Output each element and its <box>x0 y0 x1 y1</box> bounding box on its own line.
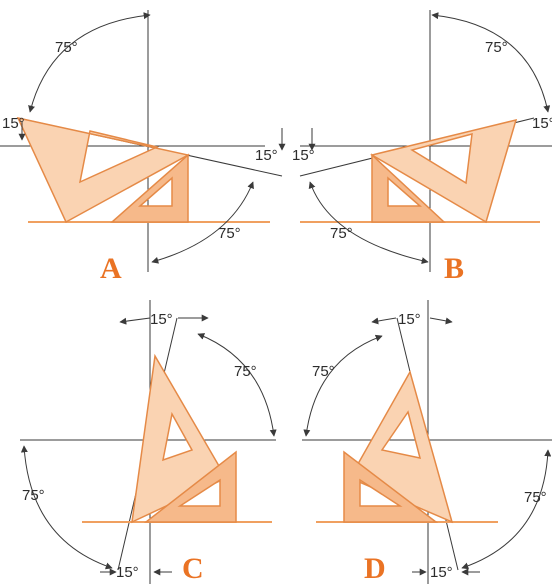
angle-label: 75° <box>524 489 547 506</box>
angle-label: 15° <box>255 147 278 164</box>
angle-label: 75° <box>55 39 78 56</box>
panel-d: 15° 75° 75° 15° D <box>302 300 552 584</box>
angle-label: 15° <box>398 311 421 328</box>
panel-letter: A <box>100 252 122 285</box>
arc-15-top-right <box>429 317 453 325</box>
arc-75-right <box>197 333 277 437</box>
angle-label: 75° <box>312 363 335 380</box>
angle-label: 15° <box>532 115 552 132</box>
panel-c: 15° 75° 75° 15° C <box>20 300 277 584</box>
arc-75-bottom <box>308 181 429 265</box>
triangle-45 <box>143 450 237 523</box>
angle-label: 75° <box>330 225 353 242</box>
triangle-30-60 <box>16 116 191 224</box>
arc-75-top <box>28 12 151 113</box>
angle-label: 75° <box>218 225 241 242</box>
angle-label: 15° <box>116 564 139 581</box>
arc-15-top-left <box>371 317 397 325</box>
arc-75-left <box>303 334 383 437</box>
panel-letter: D <box>364 552 386 584</box>
angle-label: 75° <box>22 487 45 504</box>
panel-letter: B <box>444 252 464 285</box>
panel-a: 75° 15° 15° 75° A <box>0 10 286 285</box>
panel-letter: C <box>182 552 204 584</box>
angle-label: 75° <box>485 39 508 56</box>
angle-label: 15° <box>2 115 25 132</box>
angle-label: 15° <box>292 147 315 164</box>
panel-b: 75° 15° 15° 75° B <box>292 10 552 285</box>
arc-75-right <box>461 449 552 570</box>
angle-label: 15° <box>150 311 173 328</box>
arc-75-top <box>431 12 551 113</box>
triangle-45 <box>343 450 439 523</box>
angle-label: 15° <box>430 564 453 581</box>
arc-15-top-left <box>119 317 151 325</box>
triangle-30-60 <box>370 118 518 224</box>
arc-75-bottom <box>151 181 254 264</box>
arc-75-left <box>20 445 113 570</box>
angle-label: 75° <box>234 363 257 380</box>
